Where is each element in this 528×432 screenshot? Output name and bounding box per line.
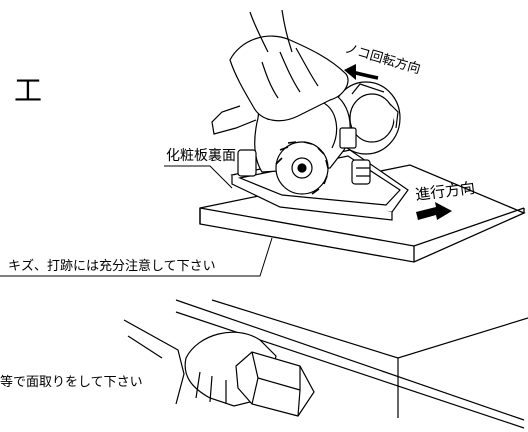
scratch-note-leader (0, 237, 273, 277)
scratch-note: キズ、打跡には充分注意して下さい (8, 258, 216, 274)
circular-saw (211, 9, 409, 221)
rotation-arrow-head (344, 64, 356, 80)
title-fragment: 工 (14, 74, 42, 107)
chamfer-note: 等で面取りをして下さい (0, 374, 143, 390)
travel-direction-arrow (416, 202, 452, 220)
lower-panel (175, 299, 528, 429)
hand-with-tool (123, 319, 315, 417)
board-back-leader (164, 165, 233, 189)
board-back-label: 化粧板裏面 (166, 147, 236, 164)
